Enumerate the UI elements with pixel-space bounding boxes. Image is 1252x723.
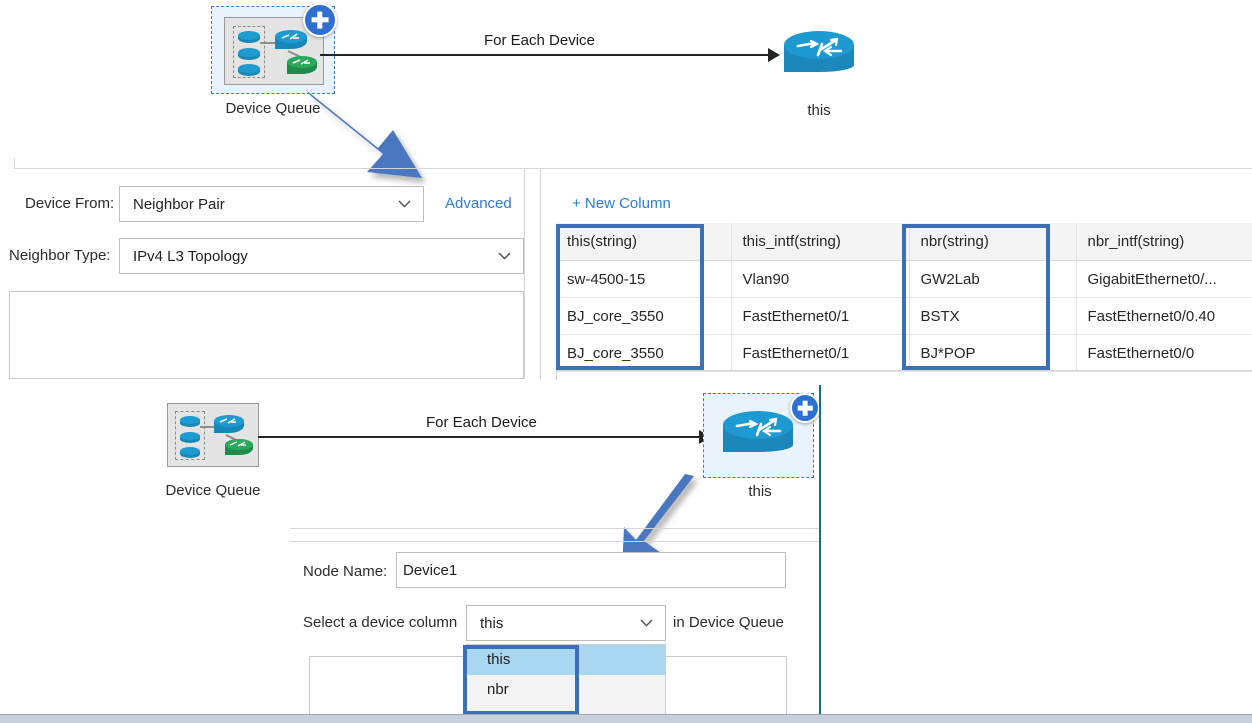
node-panel-divider-top: [290, 528, 819, 529]
device-from-dropdown[interactable]: Neighbor Pair: [119, 186, 424, 222]
node-name-input[interactable]: Device1: [396, 552, 786, 588]
column-header-this[interactable]: this(string): [556, 223, 732, 261]
panel-split-rule-b: [540, 169, 541, 379]
column-header-this-intf[interactable]: this_intf(string): [731, 223, 910, 261]
node-name-value: Device1: [403, 561, 458, 579]
device-column-value: this: [480, 614, 504, 632]
new-column-link[interactable]: + New Column: [572, 195, 671, 212]
table-row[interactable]: sw-4500-15 Vlan90 GW2Lab GigabitEthernet…: [556, 260, 1252, 298]
neighbor-type-dropdown[interactable]: IPv4 L3 Topology: [119, 238, 524, 274]
in-device-queue-label: in Device Queue: [673, 614, 784, 631]
device-queue-label-bottom: Device Queue: [165, 482, 261, 499]
cell-nbr: BJ*POP: [909, 334, 1077, 372]
chevron-down-icon: [498, 252, 511, 260]
device-from-label: Device From:: [25, 195, 115, 212]
router-label-bottom: this: [748, 483, 772, 500]
neighbor-pair-table: this(string) this_intf(string) nbr(strin…: [556, 223, 1252, 372]
cell-this-intf: FastEthernet0/1: [731, 334, 910, 372]
router-icon-top[interactable]: [784, 31, 854, 79]
cell-nbr-intf: FastEthernet0/0.40: [1076, 297, 1252, 335]
select-device-column-label: Select a device column: [303, 614, 458, 631]
plus-icon[interactable]: [790, 393, 820, 423]
cell-nbr-intf: FastEthernet0/0: [1076, 334, 1252, 372]
cell-this: BJ_core_3550: [556, 334, 732, 372]
router-icon-bottom[interactable]: [723, 411, 793, 459]
edge-label-bottom: For Each Device: [426, 414, 537, 431]
neighbor-type-label: Neighbor Type:: [9, 247, 111, 264]
column-header-nbr[interactable]: nbr(string): [909, 223, 1077, 261]
panel-divider-top: [14, 168, 1252, 169]
device-queue-label-top: Device Queue: [225, 100, 321, 117]
table-left-tick: [556, 370, 557, 380]
cell-this: BJ_core_3550: [556, 297, 732, 335]
chevron-down-icon: [398, 200, 411, 208]
panel-split-rule-a: [524, 169, 525, 379]
table-bottom-rule: [556, 370, 1252, 371]
connector-line-top: [320, 54, 770, 56]
column-header-nbr-intf[interactable]: nbr_intf(string): [1076, 223, 1252, 261]
cell-this-intf: Vlan90: [731, 260, 910, 298]
device-queue-node-top[interactable]: [211, 3, 337, 94]
cell-nbr: GW2Lab: [909, 260, 1077, 298]
node-panel-divider-second: [290, 541, 819, 542]
table-row[interactable]: BJ_core_3550 FastEthernet0/1 BSTX FastEt…: [556, 297, 1252, 335]
cell-this: sw-4500-15: [556, 260, 732, 298]
node-name-label: Node Name:: [303, 563, 388, 580]
canvas-right-edge: [819, 385, 821, 715]
connector-arrowhead-top: [768, 48, 780, 62]
advanced-link[interactable]: Advanced: [445, 195, 512, 212]
neighbor-type-value: IPv4 L3 Topology: [133, 247, 248, 265]
device-from-value: Neighbor Pair: [133, 195, 225, 213]
dropdown-option-this[interactable]: this: [467, 645, 665, 675]
device-queue-icon: [167, 403, 259, 467]
cell-nbr-intf: GigabitEthernet0/...: [1076, 260, 1252, 298]
edge-label-top: For Each Device: [484, 32, 595, 49]
dropdown-option-nbr[interactable]: nbr: [487, 681, 509, 698]
router-label-top: this: [807, 102, 831, 119]
panel-left-edge-tick: [14, 158, 15, 169]
plus-icon[interactable]: [303, 3, 337, 37]
device-queue-node-bottom[interactable]: [167, 403, 259, 467]
table-row[interactable]: BJ_core_3550 FastEthernet0/1 BJ*POP Fast…: [556, 334, 1252, 372]
cell-nbr: BSTX: [909, 297, 1077, 335]
device-column-dropdown-list[interactable]: this nbr: [466, 644, 666, 723]
device-from-empty-panel: [9, 291, 524, 379]
device-column-dropdown[interactable]: this: [466, 605, 666, 641]
window-bottom-bar: [0, 714, 1252, 723]
table-header-row: this(string) this_intf(string) nbr(strin…: [556, 223, 1252, 261]
cell-this-intf: FastEthernet0/1: [731, 297, 910, 335]
connector-line-bottom: [258, 436, 701, 438]
chevron-down-icon: [640, 619, 653, 627]
